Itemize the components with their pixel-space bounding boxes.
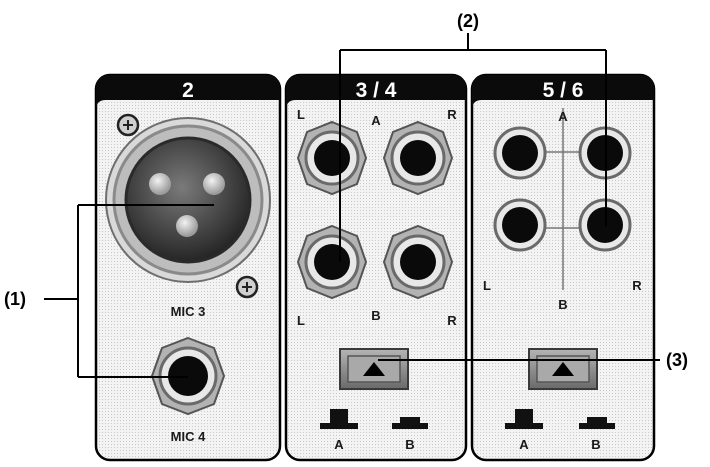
panel-2: 2 MIC 3 MIC 4 (94, 73, 282, 462)
p56-r-label: R (632, 278, 642, 293)
panel-2-header (96, 75, 280, 110)
p34-top-r-label: R (447, 107, 457, 122)
panel-3-4-title: 3 / 4 (356, 79, 397, 102)
p34-switch-a-label: A (334, 437, 344, 452)
p56-switch-a-label: A (519, 437, 529, 452)
screw-top-left-icon (116, 113, 140, 137)
switch-down-icon (392, 417, 428, 429)
callout-1-label: (1) (4, 289, 26, 309)
p34-top-a-label: A (371, 113, 381, 128)
panel-2-title: 2 (182, 79, 194, 102)
panel-3-4: 3 / 4 L A R L B R (284, 73, 468, 462)
jack-5-6-a-left (493, 126, 547, 180)
panel-5-6-header (472, 75, 654, 110)
jack-5-6-b-left (493, 198, 547, 252)
mic3-label: MIC 3 (171, 304, 206, 319)
p34-bot-r-label: R (447, 313, 457, 328)
jack-3-4-b-left (296, 224, 368, 300)
p34-ab-select-button[interactable] (339, 348, 409, 390)
panel-3-4-header (286, 75, 466, 110)
callout-1-leader-lines (44, 204, 214, 378)
p56-a-label: A (558, 109, 568, 124)
up-triangle-icon (552, 362, 574, 376)
callout-2-label: (2) (457, 11, 479, 31)
jack-3-4-a-right (382, 120, 454, 196)
switch-up-icon (505, 409, 543, 429)
jack-3-4-a-left (296, 120, 368, 196)
jack-3-4-b-right (382, 224, 454, 300)
p34-bot-b-label: B (371, 308, 380, 323)
p34-top-l-label: L (297, 107, 305, 122)
p56-l-label: L (483, 278, 491, 293)
p56-switch-b-label: B (591, 437, 600, 452)
mic4-label: MIC 4 (171, 429, 206, 444)
p56-ab-select-button[interactable] (528, 348, 598, 390)
panel-5-6: 5 / 6 A L B R (470, 73, 656, 462)
up-triangle-icon (363, 362, 385, 376)
mic3-xlr-jack (105, 117, 271, 283)
p34-bot-l-label: L (297, 313, 305, 328)
callout-2-leader-lines (339, 33, 607, 262)
callout-1: (1) (4, 204, 214, 378)
switch-up-icon (320, 409, 358, 429)
callout-3: (3) (378, 350, 688, 370)
callout-3-label: (3) (666, 350, 688, 370)
p34-switch-b-label: B (405, 437, 414, 452)
switch-down-icon (579, 417, 615, 429)
screw-bottom-right-icon (235, 275, 259, 299)
callout-2: (2) (339, 11, 607, 262)
p56-b-label: B (558, 297, 567, 312)
panel-5-6-title: 5 / 6 (543, 79, 584, 102)
